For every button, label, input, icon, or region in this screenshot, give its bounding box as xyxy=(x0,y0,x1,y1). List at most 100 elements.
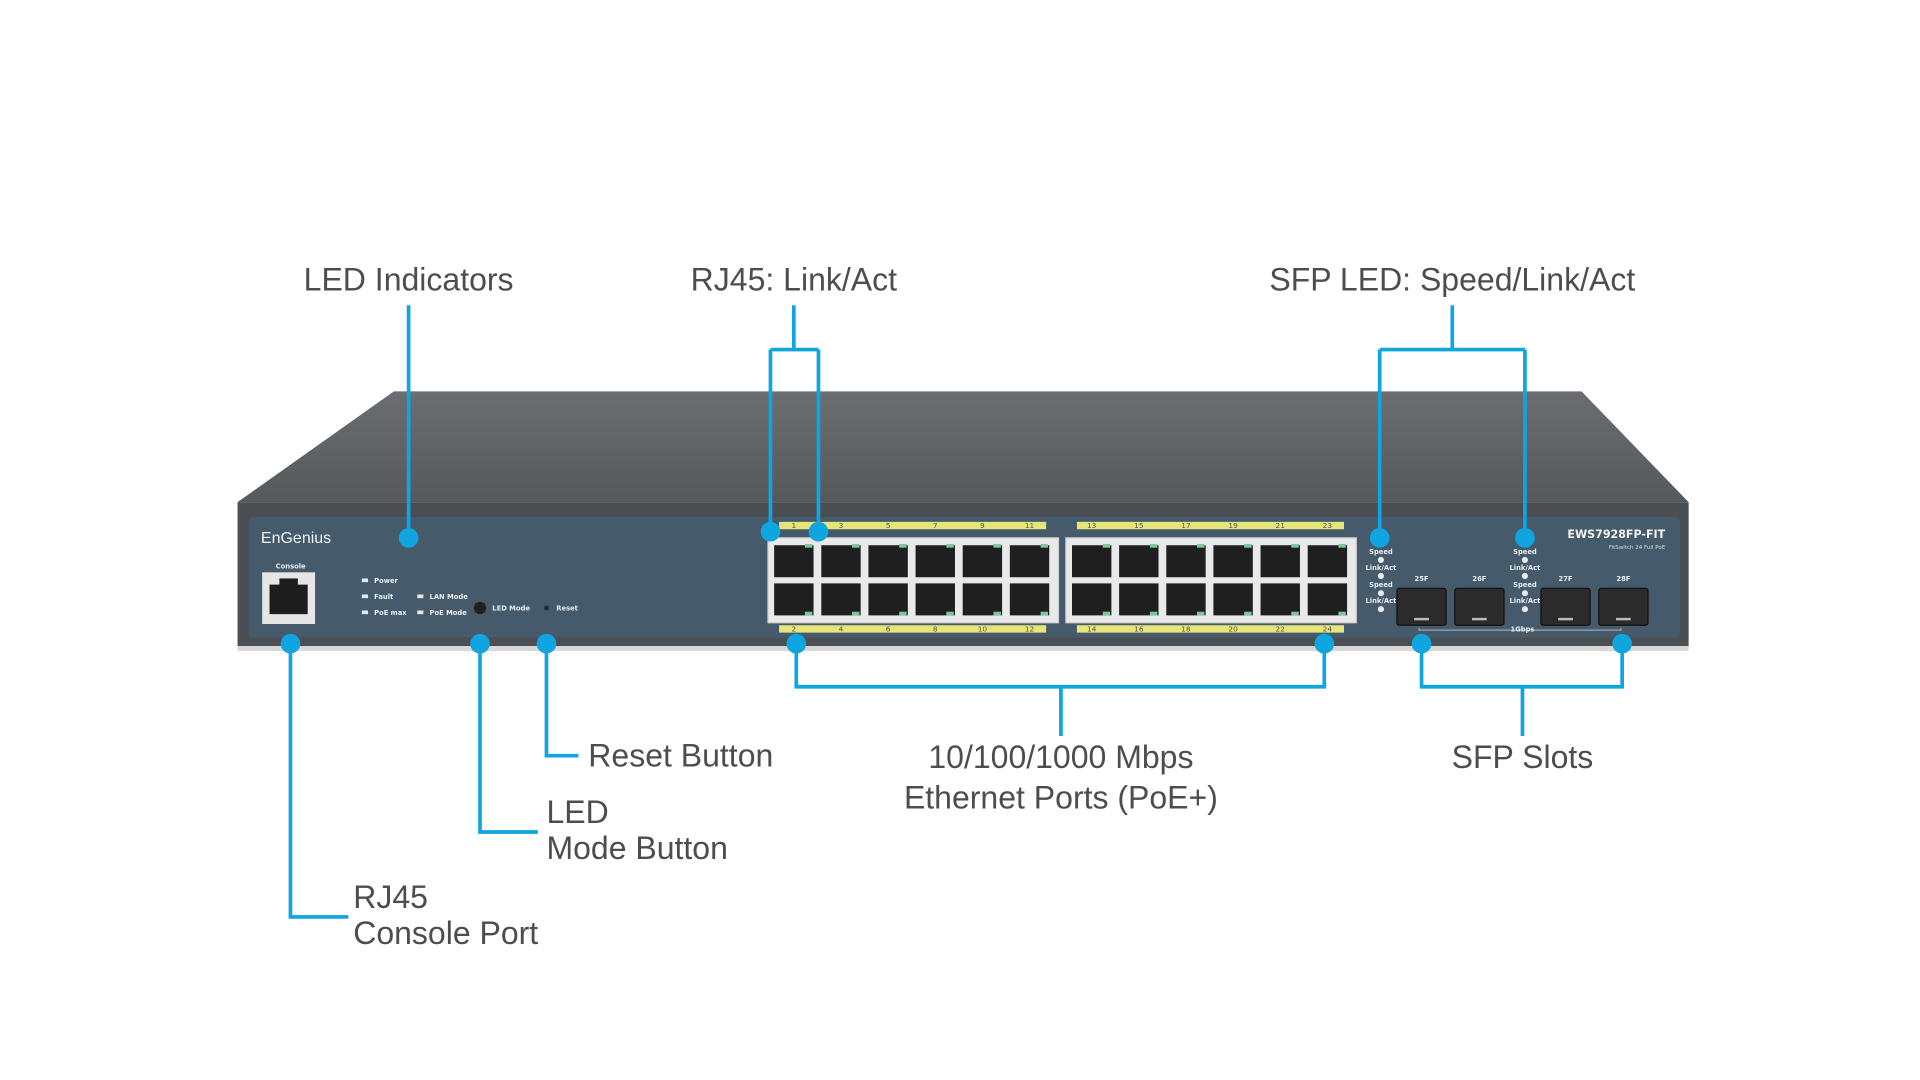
sfp-slot-26F[interactable] xyxy=(1454,587,1505,626)
callout-labels: LED Indicators RJ45: Link/Act SFP LED: S… xyxy=(304,261,1636,951)
sfp-led-label: Speed xyxy=(1513,548,1537,556)
port-number: 10 xyxy=(978,625,988,634)
rj45-port-11[interactable] xyxy=(1009,545,1050,578)
rj45-port-24[interactable] xyxy=(1307,583,1348,616)
rj45-port-1[interactable] xyxy=(774,545,814,578)
rj45-port-20[interactable] xyxy=(1213,583,1253,616)
rj45-port-7[interactable] xyxy=(915,545,955,578)
port-number: 24 xyxy=(1323,625,1333,634)
label-sfp-slots: SFP Slots xyxy=(1452,739,1594,775)
led-mode-button[interactable] xyxy=(473,601,487,615)
sfp-port-label: 28F xyxy=(1616,575,1630,583)
port-number: 23 xyxy=(1323,521,1333,530)
port-number-strip xyxy=(779,521,1047,530)
port-number: 1 xyxy=(791,521,796,530)
led-label: LAN Mode xyxy=(430,593,469,601)
label-ethernet-1: 10/100/1000 Mbps xyxy=(928,739,1193,775)
sfp-slot-27F[interactable] xyxy=(1540,587,1591,626)
sfp-led-label: Speed xyxy=(1513,581,1537,589)
rj45-port-17[interactable] xyxy=(1166,545,1206,578)
label-console-1: RJ45 xyxy=(353,879,428,915)
led-power xyxy=(361,578,368,583)
model-subtitle: FitSwitch 24 Full PoE xyxy=(1609,545,1666,551)
sfp-led-label: Link/Act xyxy=(1366,597,1398,605)
port-number: 9 xyxy=(980,521,985,530)
port-number-strip xyxy=(1076,521,1344,530)
port-number: 2 xyxy=(791,625,796,634)
sfp-led xyxy=(1521,556,1528,564)
label-led-mode-1: LED xyxy=(546,794,608,830)
label-rj45-link-act: RJ45: Link/Act xyxy=(691,261,897,297)
rj45-port-18[interactable] xyxy=(1166,583,1206,616)
rj45-port-3[interactable] xyxy=(821,545,861,578)
rj45-port-2[interactable] xyxy=(774,583,814,616)
sfp-led xyxy=(1521,572,1528,580)
switch-top-face xyxy=(237,391,1689,503)
brand-logo: EnGenius xyxy=(261,530,331,547)
label-sfp-led: SFP LED: Speed/Link/Act xyxy=(1269,261,1635,297)
port-number-strip xyxy=(779,625,1047,633)
sfp-led-label: Link/Act xyxy=(1510,597,1542,605)
sfp-led xyxy=(1521,606,1528,613)
port-number: 15 xyxy=(1134,521,1144,530)
callout-lines xyxy=(280,305,1632,919)
port-number: 12 xyxy=(1025,625,1034,634)
label-ethernet-2: Ethernet Ports (PoE+) xyxy=(904,779,1218,815)
sfp-led xyxy=(1377,556,1384,564)
rj45-port-10[interactable] xyxy=(962,583,1003,616)
console-label: Console xyxy=(276,563,306,571)
port-number: 11 xyxy=(1025,521,1035,530)
rj45-port-12[interactable] xyxy=(1009,583,1050,616)
sfp-led-label: Link/Act xyxy=(1366,564,1398,572)
rj45-port-8[interactable] xyxy=(915,583,955,616)
port-number: 17 xyxy=(1181,521,1191,530)
sfp-led-label: Link/Act xyxy=(1510,564,1542,572)
port-number: 8 xyxy=(933,625,938,634)
sfp-port-label: 26F xyxy=(1472,575,1486,583)
rj45-port-15[interactable] xyxy=(1119,545,1159,578)
sfp-led-label: Speed xyxy=(1369,548,1393,556)
led-fault xyxy=(361,594,368,599)
sfp-speed-label: 1Gbps xyxy=(1511,625,1535,633)
port-number: 5 xyxy=(886,521,891,530)
led-label: Power xyxy=(374,577,398,585)
led-poe-mode xyxy=(417,610,424,615)
rj45-port-13[interactable] xyxy=(1072,545,1112,578)
rj45-port-21[interactable] xyxy=(1260,545,1300,578)
sfp-led xyxy=(1377,572,1384,580)
sfp-slot-28F[interactable] xyxy=(1598,587,1649,626)
reset-button[interactable] xyxy=(544,605,549,611)
rj45-port-5[interactable] xyxy=(868,545,908,578)
rj45-port-16[interactable] xyxy=(1119,583,1159,616)
led-label: Fault xyxy=(374,593,394,601)
rj45-port-9[interactable] xyxy=(962,545,1003,578)
rj45-port-22[interactable] xyxy=(1260,583,1300,616)
sfp-slot-25F[interactable] xyxy=(1396,587,1447,626)
label-led-mode-2: Mode Button xyxy=(546,830,727,866)
port-number: 16 xyxy=(1134,625,1144,634)
callout-dots xyxy=(280,521,1632,654)
sfp-led xyxy=(1377,606,1384,613)
rj45-port-6[interactable] xyxy=(868,583,908,616)
port-number: 22 xyxy=(1276,625,1285,634)
rj45-port-23[interactable] xyxy=(1307,545,1348,578)
led-mode-label: LED Mode xyxy=(492,604,530,612)
port-number: 18 xyxy=(1181,625,1191,634)
sfp-led xyxy=(1521,590,1528,597)
sfp-led xyxy=(1377,590,1384,597)
rj45-port-4[interactable] xyxy=(821,583,861,616)
reset-label: Reset xyxy=(556,604,578,612)
port-number: 14 xyxy=(1087,625,1097,634)
led-lan-mode xyxy=(417,594,424,599)
rj45-port-14[interactable] xyxy=(1072,583,1112,616)
port-number: 6 xyxy=(886,625,891,634)
port-number: 4 xyxy=(839,625,844,634)
port-number: 3 xyxy=(839,521,844,530)
label-led-indicators: LED Indicators xyxy=(304,261,514,297)
rj45-port-19[interactable] xyxy=(1213,545,1253,578)
sfp-led-label: Speed xyxy=(1369,581,1393,589)
